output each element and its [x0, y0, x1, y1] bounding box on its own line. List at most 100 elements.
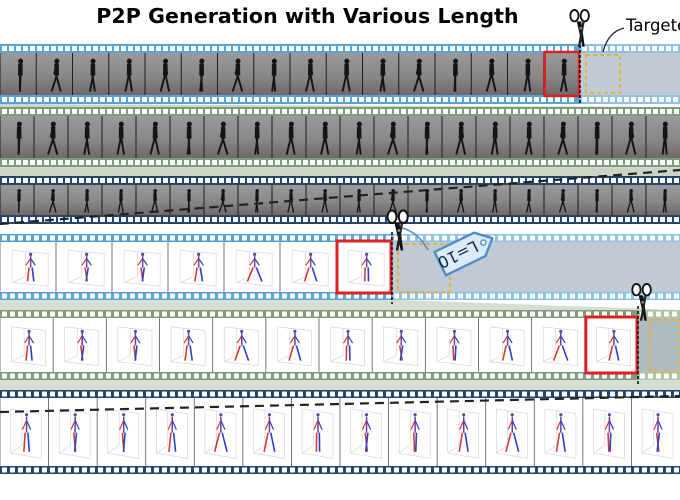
video-frame: [441, 185, 465, 215]
video-frame: [217, 53, 244, 95]
pose-frame: [242, 398, 290, 466]
pose-frame: [531, 318, 584, 372]
video-frame: [507, 53, 532, 95]
video-frame: [108, 53, 133, 95]
pose-frame: [193, 398, 242, 466]
video-frame: [135, 185, 159, 215]
pose-frame: [265, 318, 318, 372]
target-placeholder-box: [649, 319, 680, 373]
pose-frame: [291, 398, 339, 466]
video-frame: [67, 185, 90, 215]
pose-frame: [318, 318, 371, 372]
tag-string: [401, 227, 429, 251]
video-frame: [0, 53, 24, 95]
pose-frame: [48, 398, 96, 466]
video-frame: [203, 185, 227, 215]
video-frame: [305, 116, 330, 158]
scissors-icon: [386, 209, 409, 251]
video-frame: [0, 116, 22, 158]
pose-frame: [167, 242, 223, 292]
video-frame: [509, 185, 532, 215]
pose-frame: [111, 242, 167, 292]
pose-frame: [584, 318, 637, 372]
video-frame: [645, 185, 667, 215]
extension-sprockets: [580, 44, 680, 104]
scissors-icon: [631, 282, 652, 321]
video-frame: [470, 53, 497, 95]
pose-frame: [212, 318, 265, 372]
pose-frame: [371, 318, 424, 372]
video-frame: [398, 53, 425, 95]
pose-frame: [223, 242, 279, 292]
video-frame: [135, 116, 160, 158]
target-placeholder-box: [397, 243, 451, 293]
projection-line: [0, 168, 680, 226]
pose-frame: [335, 242, 391, 292]
video-frame: [101, 116, 125, 158]
pose-frame: [478, 318, 531, 372]
video-frame: [237, 185, 259, 215]
video-frame: [72, 53, 96, 95]
pose-frame: [631, 398, 679, 466]
video-frame: [33, 185, 57, 215]
pose-frame: [0, 242, 55, 292]
video-frame: [645, 116, 668, 158]
video-frame: [577, 116, 600, 158]
video-frame: [475, 185, 498, 215]
pose-frame: [582, 398, 630, 466]
target-placeholder-box: [585, 54, 621, 94]
pose-frame: [533, 398, 582, 466]
pose-frame: [0, 398, 48, 466]
pose-frame: [436, 398, 485, 466]
pose-frame: [55, 242, 111, 292]
video-frame: [611, 116, 637, 158]
video-frame: [253, 53, 277, 95]
video-frame: [509, 116, 533, 158]
video-frame: [101, 185, 124, 215]
video-frame: [0, 185, 21, 215]
pose-frame: [279, 242, 335, 292]
video-frame: [271, 116, 296, 158]
extension-region: [580, 47, 680, 101]
video-frame: [339, 116, 362, 158]
video-frame: [325, 53, 351, 95]
pose-frame: [485, 398, 533, 466]
callout-line: [602, 27, 625, 53]
video-frame: [271, 185, 295, 215]
targeted-label: Targeted: [626, 16, 680, 35]
video-frame: [407, 185, 429, 215]
video-frame: [180, 53, 205, 95]
video-frame: [577, 185, 599, 215]
extension-sprockets: [638, 310, 680, 380]
video-frame: [407, 116, 430, 158]
pose-frame: [388, 398, 436, 466]
pose-frame: [424, 318, 477, 372]
video-input-strip: [0, 44, 581, 104]
pose-output-strip-2: [0, 390, 680, 474]
pose-frame: [105, 318, 158, 372]
video-frame: [67, 116, 91, 158]
video-frame: [362, 53, 386, 95]
figure-title: P2P Generation with Various Length: [96, 4, 519, 28]
video-frame: [441, 116, 466, 158]
pose-frame: [159, 318, 212, 372]
pose-frame: [52, 318, 105, 372]
video-frame: [339, 185, 361, 215]
projection-line: [0, 394, 680, 414]
video-frame: [33, 116, 59, 158]
highlighted-frame: [335, 239, 393, 295]
highlighted-frame: [584, 315, 639, 375]
pose-frame: [145, 398, 193, 466]
pose-input-strip: [0, 234, 393, 300]
video-frame: [543, 185, 567, 215]
video-output-strip-1: [0, 107, 680, 167]
pose-frame: [0, 318, 52, 372]
scissors-icon: [569, 8, 590, 47]
video-frame: [475, 116, 499, 158]
pose-output-strip-1: [0, 310, 639, 380]
video-frame: [373, 116, 399, 158]
video-frame: [203, 116, 229, 158]
video-frame: [35, 53, 62, 95]
extension-region: [638, 312, 680, 378]
